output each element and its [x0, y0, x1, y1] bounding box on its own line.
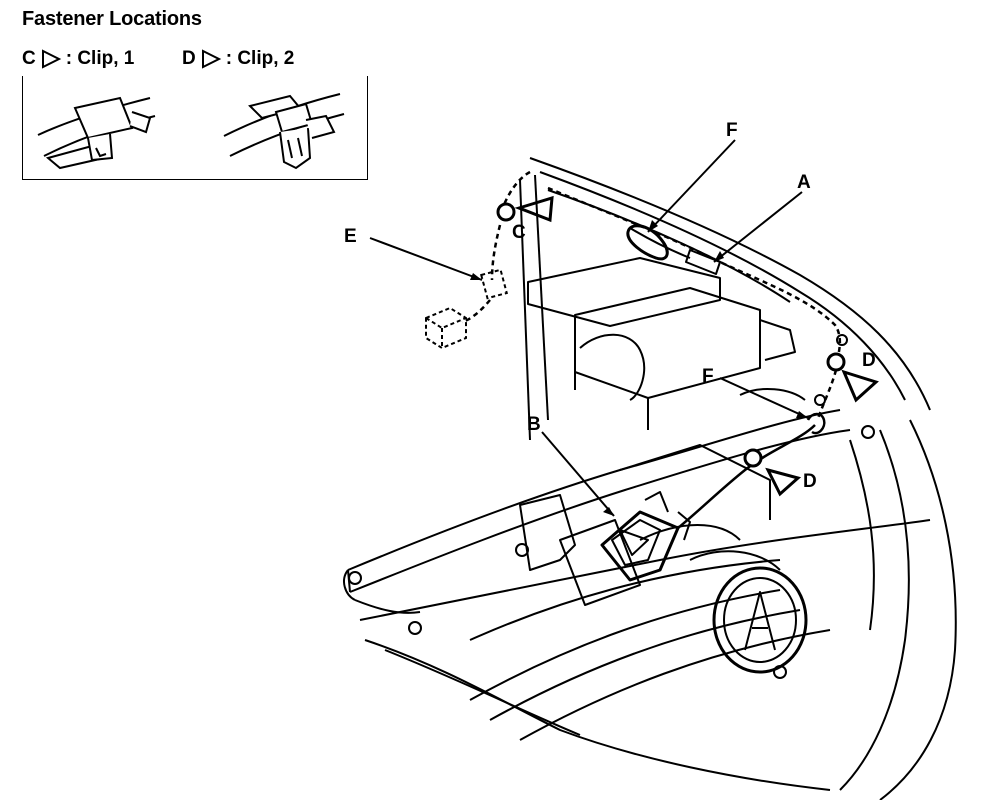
clip-d-marker-upper [826, 352, 879, 403]
callout-c: C [512, 222, 526, 243]
leader-lines [369, 139, 809, 517]
clip-d-marker-lower [743, 448, 802, 497]
disconnected-connector-e [425, 268, 508, 350]
legend-text-clip-1: : Clip, 1 [65, 48, 135, 69]
release-cable-end [806, 412, 826, 435]
release-cable-solid [677, 424, 816, 529]
callout-d-lower: D [803, 471, 817, 492]
legend-text-clip-2: : Clip, 2 [225, 48, 295, 69]
legend-clip-1: C : Clip, 1 [22, 48, 134, 70]
clip-2-illustration [223, 93, 345, 170]
clip-1-illustration [37, 96, 156, 170]
clip-c-marker [496, 195, 554, 223]
legend-letter-d: D [182, 48, 196, 69]
callout-b: B [527, 414, 541, 435]
callout-f-lower: F [702, 366, 714, 387]
cable-grommet-f [626, 224, 669, 261]
callout-e: E [344, 226, 357, 247]
triangle-marker-icon [41, 49, 61, 69]
callout-a: A [797, 172, 811, 193]
callout-f-upper: F [726, 120, 738, 141]
diagram-title: Fastener Locations [22, 8, 202, 30]
legend-letter-c: C [22, 48, 36, 69]
legend-illustration-frame [22, 76, 368, 180]
legend-clip-2: D : Clip, 2 [182, 48, 294, 70]
callout-d-upper: D [862, 350, 876, 371]
leader-arrowheads [470, 220, 808, 516]
triangle-marker-icon [201, 49, 221, 69]
